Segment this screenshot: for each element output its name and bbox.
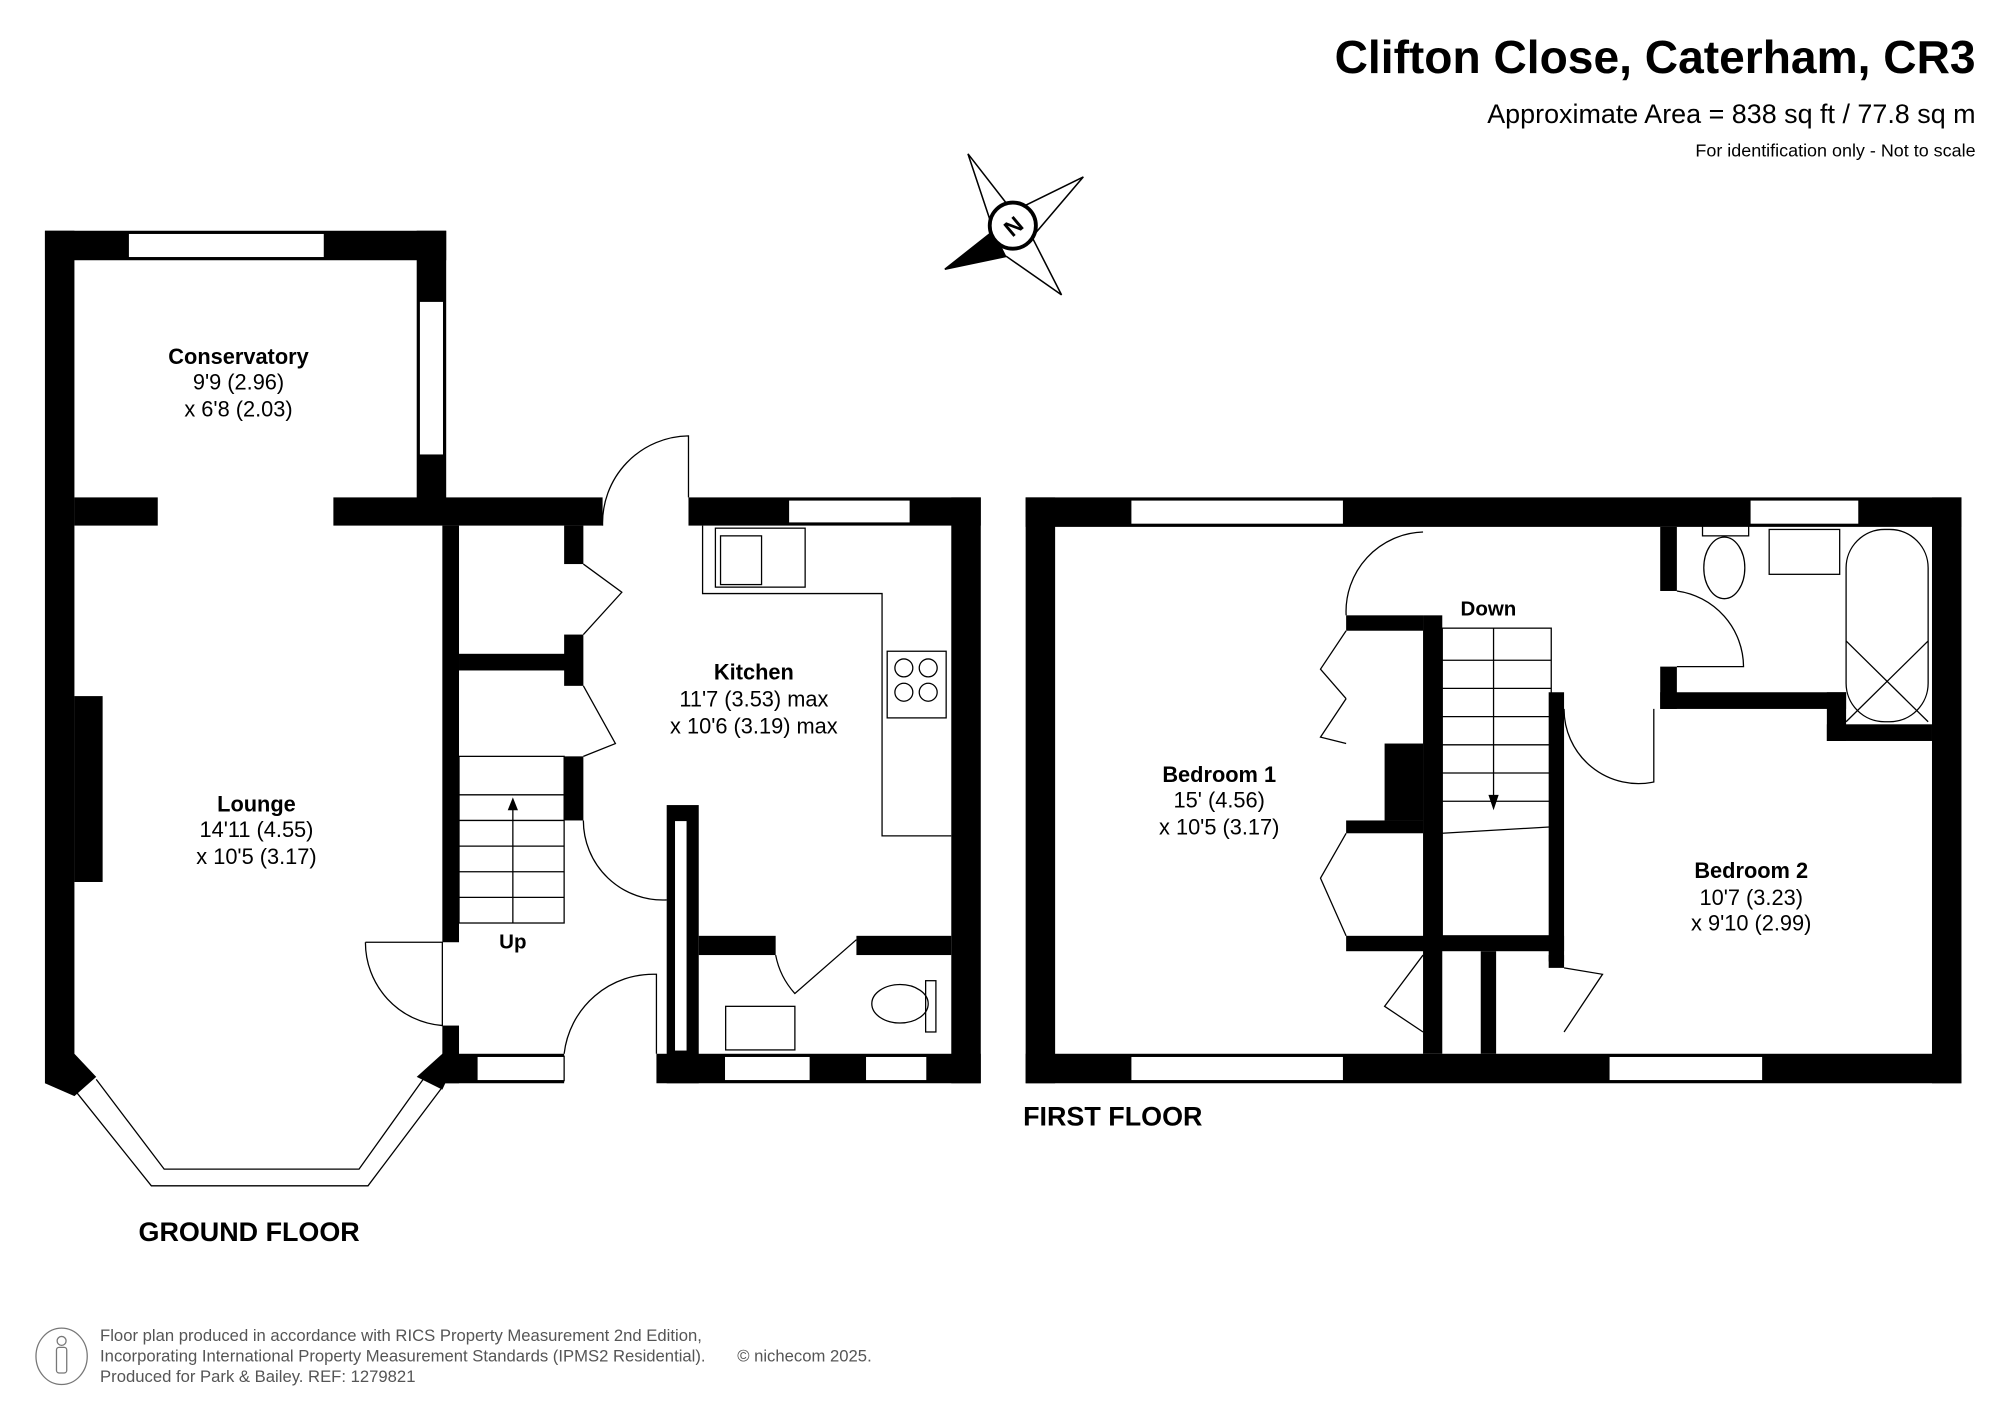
bedroom1-dim2: x 10'5 (3.17) [1159, 815, 1279, 840]
lounge-dim2: x 10'5 (3.17) [196, 844, 316, 869]
conservatory-name: Conservatory [168, 344, 308, 369]
footer-line2: Incorporating International Property Mea… [100, 1346, 705, 1365]
lounge-dim1: 14'11 (4.55) [199, 817, 313, 842]
conservatory-dim1: 9'9 (2.96) [193, 370, 284, 395]
lounge-name: Lounge [217, 791, 296, 816]
bedroom1-name: Bedroom 1 [1162, 762, 1276, 787]
bedroom2-dim2: x 9'10 (2.99) [1691, 911, 1811, 936]
ground-floor-label: GROUND FLOOR [139, 1217, 360, 1247]
conservatory-dim2: x 6'8 (2.03) [184, 397, 292, 422]
bedroom2-name: Bedroom 2 [1694, 858, 1808, 883]
ground-floor-walls [44, 230, 981, 1187]
scale-note: For identification only - Not to scale [1695, 140, 1975, 160]
first-floor-stairs [1441, 627, 1552, 937]
person-icon [35, 1327, 88, 1386]
stairs-up-label: Up [499, 931, 526, 954]
stairs-down-label: Down [1461, 597, 1517, 620]
kitchen-name: Kitchen [714, 659, 794, 684]
page-title: Clifton Close, Caterham, CR3 [1335, 31, 1976, 83]
footer-line1: Floor plan produced in accordance with R… [100, 1326, 702, 1345]
kitchen-dim1: 11'7 (3.53) max [679, 686, 828, 711]
kitchen-dim2: x 10'6 (3.19) max [670, 713, 838, 738]
approximate-area: Approximate Area = 838 sq ft / 77.8 sq m [1487, 99, 1975, 129]
footer-copyright: © nichecom 2025. [737, 1346, 872, 1365]
ground-floor-stairs [458, 755, 565, 924]
first-floor-label: FIRST FLOOR [1023, 1102, 1202, 1132]
bedroom2-dim1: 10'7 (3.23) [1700, 885, 1803, 910]
bedroom1-dim1: 15' (4.56) [1174, 788, 1265, 813]
first-floor-walls [1025, 497, 1962, 1084]
footer-line3: Produced for Park & Bailey. REF: 1279821 [100, 1367, 415, 1386]
compass-north-icon: N [944, 153, 1084, 296]
